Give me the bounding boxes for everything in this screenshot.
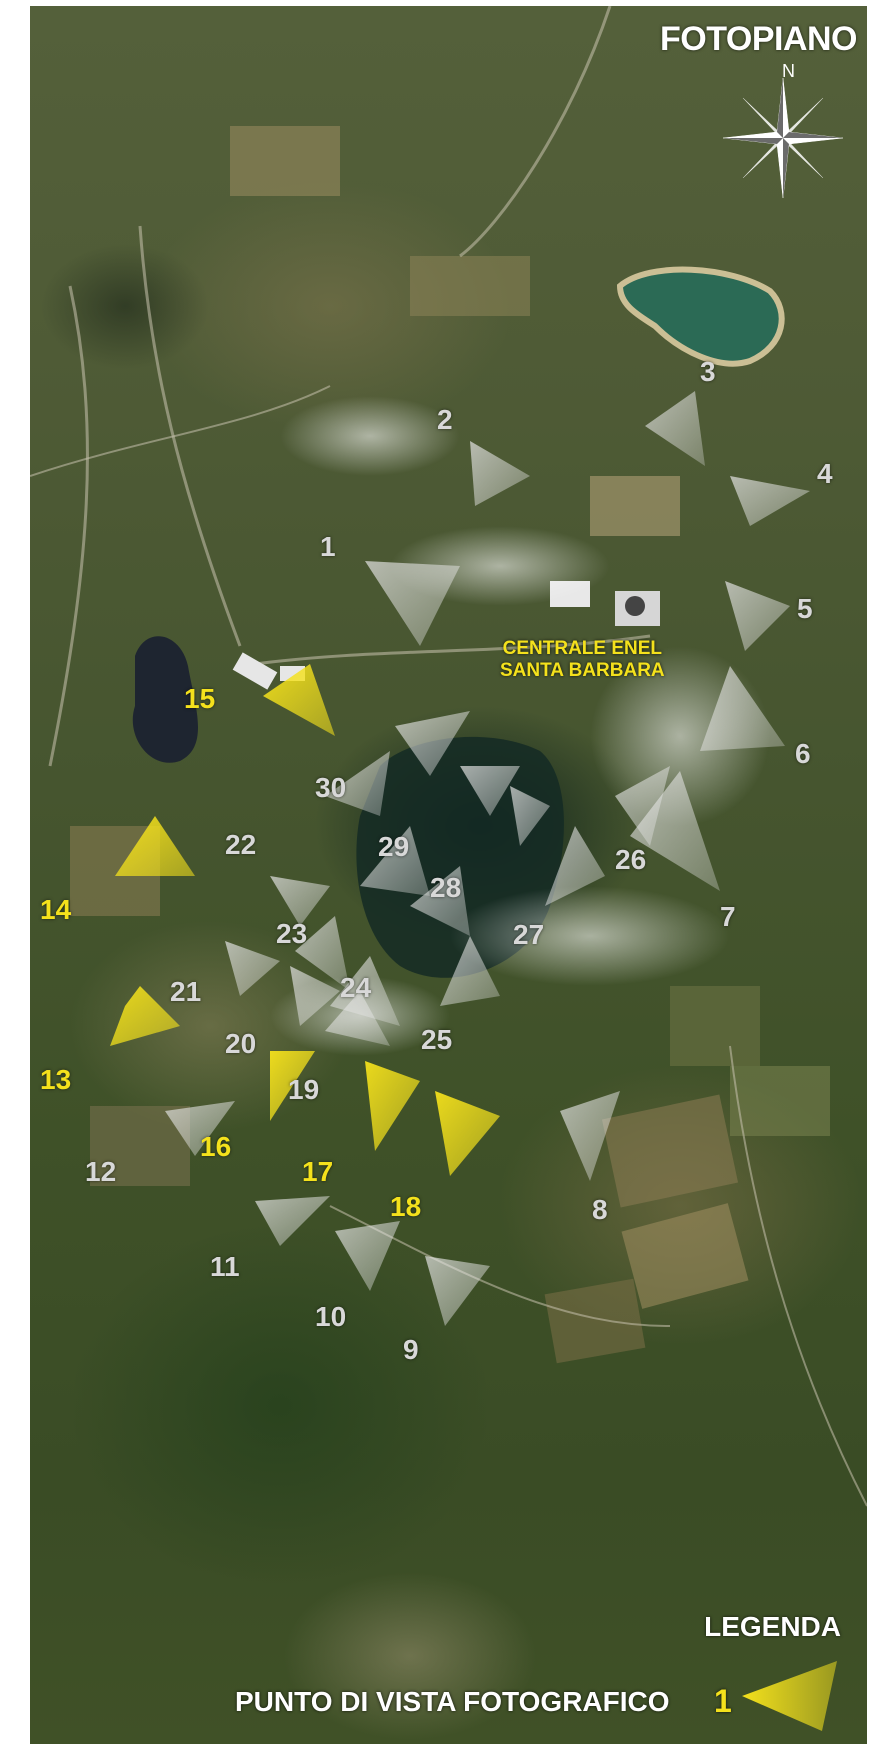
cone-a [460,766,520,816]
viewpoint-label-6: 6 [795,738,811,769]
cone-21 [225,941,280,996]
cone-17 [365,1061,420,1151]
viewpoint-label-14: 14 [40,894,72,925]
cone-b [510,786,550,846]
cone-13 [110,986,180,1046]
cone-18 [435,1091,500,1176]
cone-26 [615,766,670,846]
roads [30,6,867,1507]
cone-4 [730,476,810,526]
viewpoint-label-18: 18 [390,1191,422,1222]
legend-item-text: PUNTO DI VISTA FOTOGRAFICO [235,1686,670,1717]
cone-c [395,711,470,776]
cone-8 [560,1091,620,1181]
viewpoint-label-22: 22 [225,829,257,860]
cone-14 [115,816,195,876]
plant-label-line1: CENTRALE ENEL [502,638,663,659]
cone-19 [325,991,390,1046]
cone-22 [270,876,330,926]
cone-12 [165,1101,235,1156]
cone-6 [700,666,785,751]
cone-23 [295,916,350,991]
viewpoint-label-3: 3 [700,356,716,387]
viewpoint-label-29: 29 [378,831,410,862]
map-title: FOTOPIANO [660,20,858,58]
cone-5 [725,581,790,651]
viewpoint-label-5: 5 [797,593,813,624]
viewpoint-label-17: 17 [302,1156,334,1187]
viewpoint-label-24: 24 [340,972,372,1003]
cone-10 [335,1221,400,1291]
cone-1 [365,561,460,646]
cone-16 [270,1051,315,1121]
viewpoint-label-1: 1 [320,531,336,562]
cone-20 [290,966,340,1026]
cone-30 [325,751,390,816]
viewpoint-label-16: 16 [200,1131,232,1162]
cone-24 [330,956,400,1026]
cone-7 [630,771,720,891]
cone-28 [410,866,470,936]
cone-25 [440,936,500,1006]
viewpoint-label-26: 26 [615,844,647,875]
cone-29 [360,826,430,896]
viewpoint-label-9: 9 [403,1334,419,1365]
viewpoint-label-13: 13 [40,1064,72,1095]
fields [70,126,830,1364]
haze [270,396,770,1056]
viewpoint-label-20: 20 [225,1028,257,1059]
plant-label: CENTRALE ENEL SANTA BARBARA [500,638,665,682]
north-label: N [782,61,795,81]
compass-rose-icon [722,77,844,199]
viewpoint-label-21: 21 [170,976,202,1007]
cone-3 [645,391,705,466]
cone-11 [255,1196,330,1246]
lake [616,266,785,367]
viewpoint-label-4: 4 [817,458,833,489]
viewpoint-label-19: 19 [288,1074,320,1105]
satellite-map: FOTOPIANO N 1 2 3 4 5 6 7 8 9 10 11 12 1… [30,6,867,1744]
viewpoint-label-11: 11 [210,1251,240,1282]
viewpoint-label-30: 30 [315,772,347,803]
cone-27 [545,826,605,906]
cone-9 [425,1256,490,1326]
viewpoint-label-7: 7 [720,901,736,932]
viewpoint-label-2: 2 [437,404,453,435]
viewpoint-label-10: 10 [315,1301,347,1332]
viewpoint-label-15: 15 [184,683,216,714]
viewpoint-label-27: 27 [513,919,545,950]
yellow-viewpoint-cones [110,664,500,1176]
legend-item-number: 1 [714,1683,732,1719]
cone-15 [263,664,335,736]
map-terrain [30,6,867,1507]
viewpoint-label-25: 25 [421,1024,453,1055]
viewpoint-label-23: 23 [276,918,308,949]
pond [132,636,198,763]
viewpoint-cone-icon [742,1661,837,1731]
viewpoint-label-8: 8 [592,1194,608,1225]
cone-2 [470,441,530,506]
viewpoint-label-12: 12 [85,1156,117,1187]
gray-viewpoint-cones [165,391,810,1326]
plant-label-line2: SANTA BARBARA [500,660,665,681]
viewpoint-label-28: 28 [430,872,462,903]
legend-title: LEGENDA [704,1611,841,1642]
